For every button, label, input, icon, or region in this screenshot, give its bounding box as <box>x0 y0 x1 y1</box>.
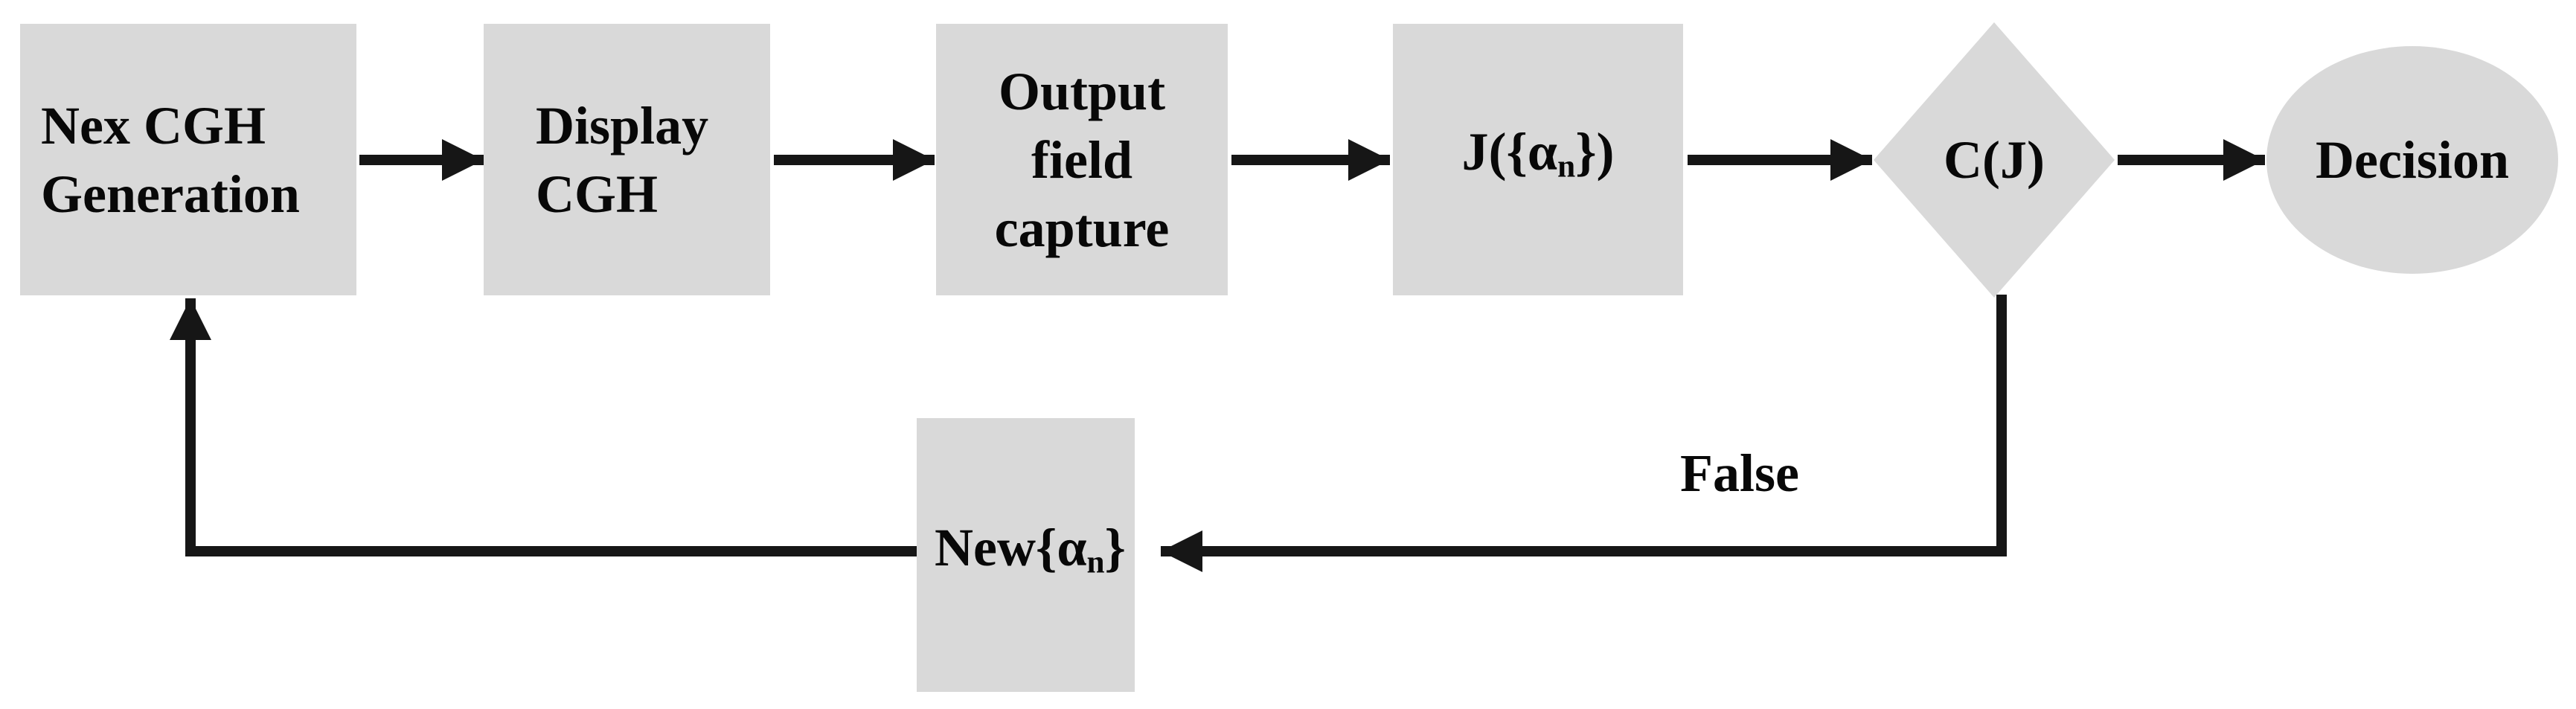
node-output-field-capture-label-line2: field <box>1031 129 1132 190</box>
node-display-cgh-label-line2: CGH <box>536 164 659 224</box>
node-new-alpha-label: New{αn} <box>935 513 1126 597</box>
new-alpha-label-subscript: n <box>1086 545 1105 580</box>
node-display-cgh-label-line1: Display <box>536 95 709 155</box>
cost-function-label-post: }) <box>1575 122 1615 182</box>
cost-function-label-subscript: n <box>1557 149 1576 185</box>
node-nex-cgh-generation: Nex CGH Generation <box>20 24 356 295</box>
node-output-field-capture: Output field capture <box>936 24 1228 295</box>
node-new-alpha: New{αn} <box>917 418 1135 692</box>
node-condition-label: C(J) <box>1944 130 2045 190</box>
node-cost-function-label: J({αn}) <box>1462 118 1615 202</box>
node-display-cgh: Display CGH <box>484 24 770 295</box>
node-output-field-capture-label-line3: capture <box>994 198 1170 258</box>
arrow-newalpha-to-nexcgh <box>170 298 917 556</box>
new-alpha-label-pre: New{α <box>935 517 1087 577</box>
arrow-condition-false-to-newalpha <box>1161 295 2007 572</box>
cost-function-label-pre: J({α <box>1461 122 1558 182</box>
edge-label-false: False <box>1680 443 1799 503</box>
node-decision-label: Decision <box>2316 130 2509 190</box>
node-decision-ellipse: Decision <box>2266 46 2558 274</box>
node-cost-function: J({αn}) <box>1393 24 1683 295</box>
node-nex-cgh-generation-label-line2: Generation <box>41 164 300 224</box>
node-output-field-capture-label-line1: Output <box>998 61 1166 121</box>
node-nex-cgh-generation-label-line1: Nex CGH <box>41 95 266 155</box>
new-alpha-label-post: } <box>1104 517 1126 577</box>
